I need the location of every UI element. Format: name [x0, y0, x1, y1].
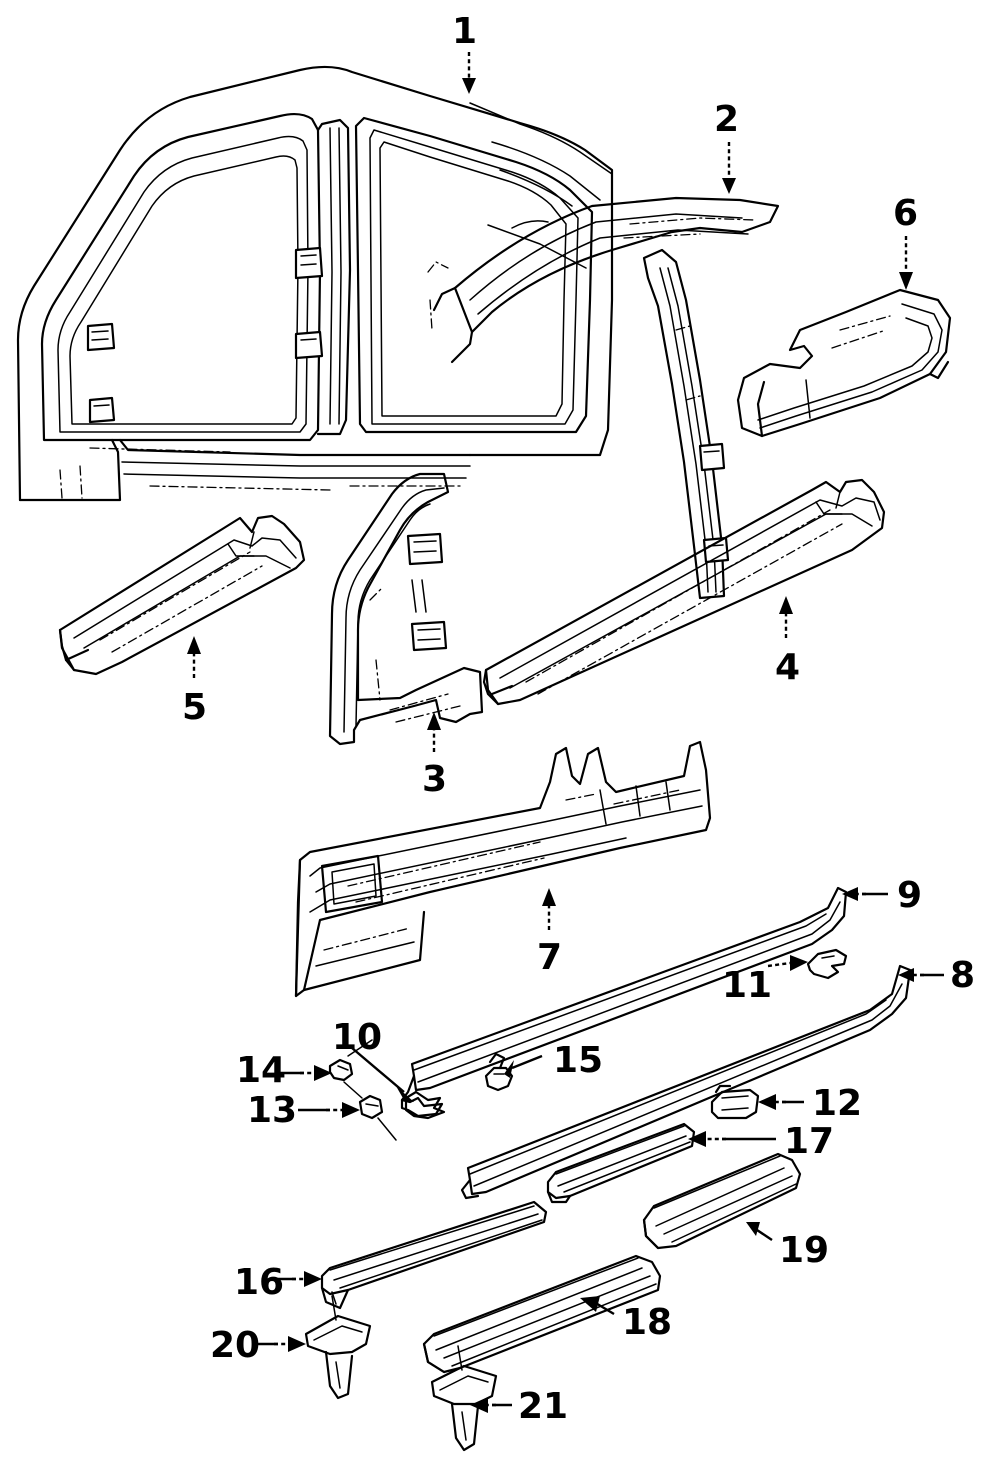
arrow-8: [898, 968, 914, 982]
part-10-molding-bracket: [404, 1090, 446, 1120]
part-16-front-door-sill-plate: [320, 1200, 548, 1310]
leader-15: [511, 1054, 543, 1070]
part-18-rear-door-sill-plate: [422, 1254, 662, 1374]
callout-number-11: 11: [722, 965, 773, 1006]
part-15-molding-clip: [484, 1052, 514, 1092]
callout-number-5: 5: [182, 687, 208, 728]
callout-number-7: 7: [537, 937, 563, 978]
part-17-rear-sill-plate-trim: [546, 1122, 696, 1204]
arrow-3: [427, 712, 441, 730]
callout-number-21: 21: [518, 1386, 569, 1427]
callout-number-10: 10: [332, 1017, 383, 1058]
callout-number-15: 15: [553, 1040, 604, 1081]
callout-number-16: 16: [234, 1262, 285, 1303]
arrow-12: [758, 1094, 776, 1110]
part-7-rocker-inner-panel: [294, 740, 712, 998]
part-14-screw-fastener: [328, 1058, 354, 1082]
leader-11: [767, 961, 791, 968]
callout-number-18: 18: [622, 1302, 673, 1343]
callout-number-19: 19: [779, 1230, 830, 1271]
arrow-11: [790, 955, 808, 971]
callout-number-13: 13: [247, 1090, 298, 1131]
arrow-5: [187, 636, 201, 654]
part-8-rocker-molding-rear: [460, 964, 912, 1200]
arrow-9: [842, 887, 858, 901]
part-13-push-nut-fastener: [358, 1094, 384, 1120]
arrow-18: [580, 1296, 600, 1312]
part-1-body-side-outer-panel: [16, 65, 614, 502]
part-12-sill-end-cap: [710, 1084, 760, 1120]
part-6-rocker-outer-trim: [736, 288, 952, 438]
callout-number-12: 12: [812, 1083, 863, 1124]
arrow-16: [304, 1271, 322, 1287]
part-11-retainer-clip: [806, 948, 848, 980]
arrow-7: [542, 888, 556, 906]
callout-number-8: 8: [950, 955, 976, 996]
part-4-rocker-reinforcement-right: [482, 478, 886, 706]
arrow-14: [314, 1065, 332, 1081]
callout-number-20: 20: [210, 1325, 261, 1366]
arrow-21: [470, 1397, 488, 1413]
callout-number-4: 4: [775, 647, 801, 688]
arrow-15: [504, 1060, 514, 1078]
callout-number-1: 1: [452, 11, 478, 52]
arrow-13: [342, 1102, 360, 1118]
part-19-sill-plate-insert: [642, 1152, 802, 1250]
part-3-front-pillar-inner: [328, 472, 484, 746]
callout-leaders: [187, 52, 944, 1413]
callout-number-9: 9: [897, 875, 923, 916]
arrow-19: [746, 1222, 760, 1236]
arrow-1: [462, 78, 476, 94]
arrow-17: [688, 1131, 706, 1147]
part-20-sill-retainer-front: [304, 1295, 372, 1400]
arrow-6: [899, 272, 913, 290]
part-2-roof-rail-reinforcement: [432, 196, 780, 364]
arrow-4: [779, 596, 793, 614]
leader-10: [351, 1047, 405, 1093]
callout-number-17: 17: [784, 1121, 835, 1162]
part-9-rocker-molding-front: [400, 886, 848, 1118]
part-2-b-pillar-inner: [642, 248, 730, 600]
callout-number-3: 3: [422, 759, 448, 800]
part-5-rocker-reinforcement-left: [58, 514, 306, 676]
callout-number-2: 2: [714, 99, 740, 140]
callout-number-6: 6: [893, 193, 919, 234]
callout-number-14: 14: [236, 1050, 287, 1091]
arrow-2: [722, 178, 736, 194]
arrow-10: [396, 1086, 414, 1102]
arrow-20: [288, 1336, 306, 1352]
part-21-sill-retainer-rear: [430, 1345, 498, 1452]
